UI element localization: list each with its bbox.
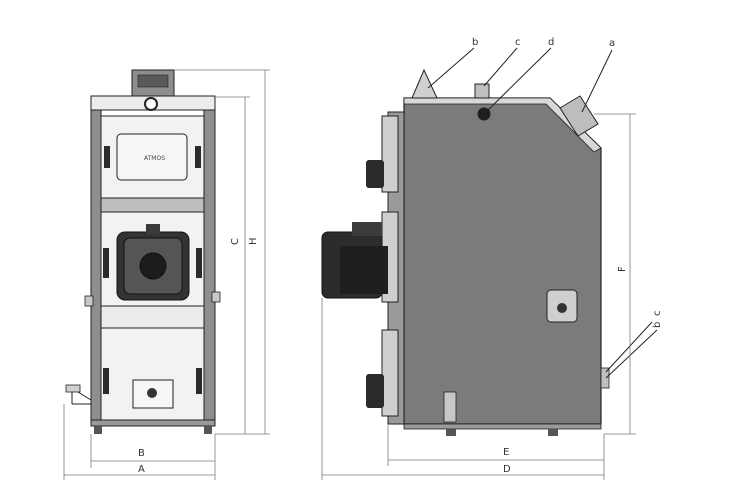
svg-text:ATMOS: ATMOS: [144, 155, 165, 162]
lifting-lug: [411, 68, 438, 99]
dim-label-H: H: [248, 237, 259, 245]
upper-handle: [366, 160, 384, 188]
callout-d: d: [548, 37, 554, 48]
dim-label-C: C: [230, 238, 241, 245]
callout-c: c: [515, 37, 521, 48]
dim-label-A: A: [138, 464, 145, 475]
dim-label-F: F: [617, 266, 628, 272]
callout-c2: c: [652, 311, 663, 317]
front-left-column: [90, 109, 102, 423]
callouts: [427, 47, 658, 379]
cleaning-lever: [65, 384, 81, 393]
callout-b: b: [472, 37, 478, 48]
callout-a: a: [609, 38, 615, 49]
front-right-column: [203, 109, 216, 423]
front-view: ATMOS: [65, 69, 221, 434]
side-body: [403, 97, 602, 425]
dim-label-D: D: [503, 464, 511, 475]
side-view: [321, 68, 610, 436]
callout-b2: b: [652, 322, 663, 328]
lower-handle: [366, 374, 384, 408]
side-dimensions: [321, 113, 636, 480]
front-top-port: [144, 97, 158, 111]
top-connector: [474, 83, 490, 99]
dim-label-B: B: [138, 448, 145, 459]
flue-outlet: [559, 95, 599, 137]
front-dimensions: [63, 69, 270, 480]
dim-label-E: E: [503, 447, 509, 458]
